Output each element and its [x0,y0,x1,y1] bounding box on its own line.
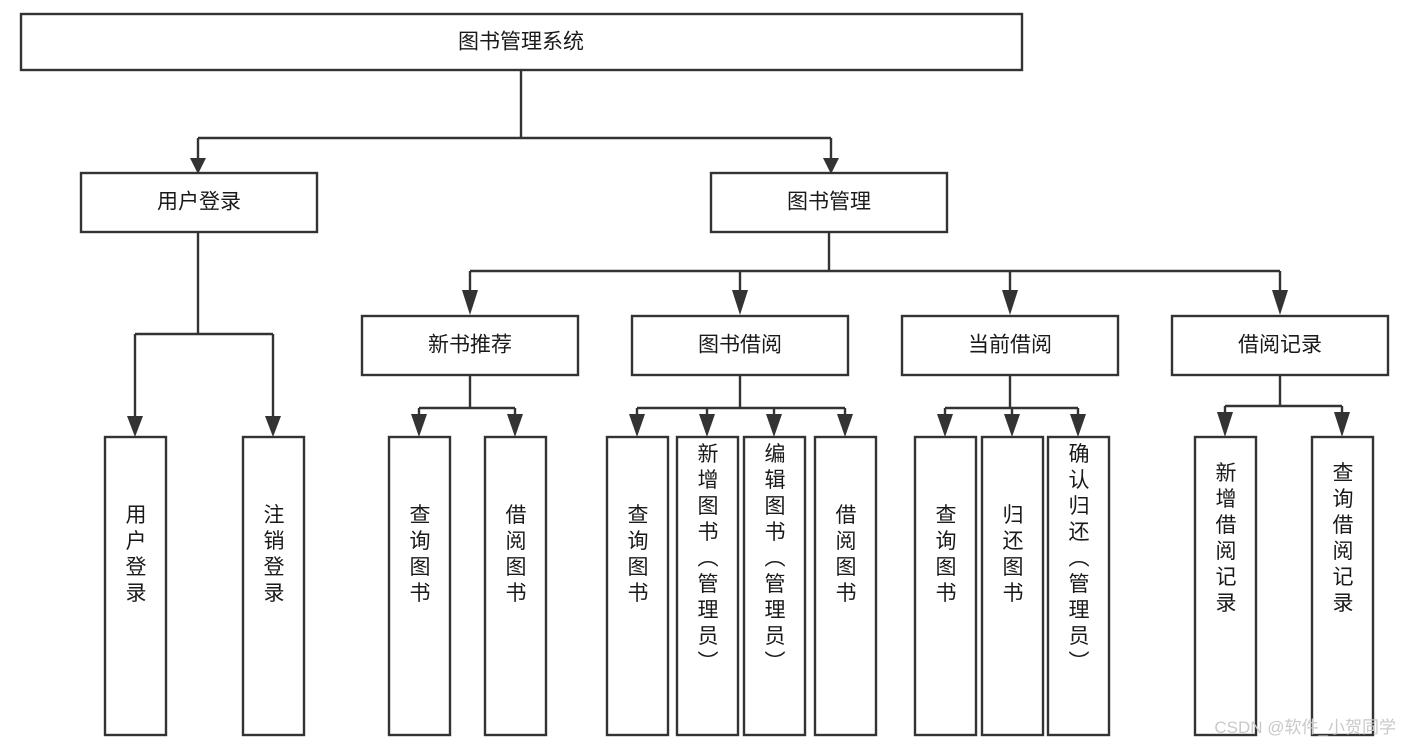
node-leaf-add-book[interactable]: 新增图书︵管理员︶ [675,435,740,737]
arrowhead-to-leaf-borrow-book-1 [507,414,523,437]
node-leaf-add-book-label: 新增图书︵管理员︶ [698,443,719,674]
node-leaf-user-logout-label: 注销登录 [264,504,285,605]
node-leaf-query-record[interactable]: 查询借阅记录 [1310,435,1375,737]
node-root-box[interactable] [19,12,1024,72]
arrowhead-to-leaf-add-book [699,414,715,437]
connector-root-to-level1 [196,70,833,160]
watermark-label: CSDN @软件_小贺同学 [1214,718,1396,737]
node-leaf-return-book[interactable]: 归还图书 [980,435,1045,737]
node-book-borrow-box[interactable] [630,314,850,377]
node-book-borrow-label: 图书借阅 [698,334,782,357]
node-leaf-edit-book[interactable]: 编辑图书︵管理员︶ [742,435,807,737]
node-leaf-borrow-book-1-label: 借阅图书 [506,504,527,605]
arrowhead-to-book-management [823,158,839,174]
node-new-book-recommend-label: 新书推荐 [428,334,512,357]
node-leaf-add-record-box[interactable] [1193,435,1258,737]
node-leaf-query-book-2[interactable]: 查询图书 [605,435,670,737]
arrowhead-to-leaf-query-book-2 [629,414,645,437]
connector-group [127,70,1350,437]
node-current-borrow-label: 当前借阅 [968,334,1052,357]
node-leaf-borrow-book-2-label: 借阅图书 [836,504,857,605]
arrowhead-to-leaf-edit-book [766,414,782,437]
node-user-login[interactable]: 用户登录 [79,171,319,234]
arrowhead-to-leaf-query-book-1 [411,414,427,437]
arrowhead-to-leaf-add-record [1217,412,1233,437]
node-leaf-edit-book-label: 编辑图书︵管理员︶ [765,443,786,674]
arrowhead-to-leaf-borrow-book-2 [837,414,853,437]
node-new-book-recommend-box[interactable] [360,314,580,377]
node-leaf-user-logout-box[interactable] [241,435,306,737]
node-current-borrow-box[interactable] [900,314,1120,377]
node-leaf-confirm-return-label: 确认归还︵管理员︶ [1069,443,1090,674]
node-leaf-query-book-2-box[interactable] [605,435,670,737]
node-new-book-recommend[interactable]: 新书推荐 [360,314,580,377]
node-leaf-confirm-return-box[interactable] [1046,435,1111,737]
connector-new-book-recommend-to-leaves [417,375,517,418]
node-leaf-query-book-3-label: 查询图书 [936,504,957,605]
node-leaf-return-book-label: 归还图书 [1003,504,1024,605]
node-leaf-confirm-return[interactable]: 确认归还︵管理员︶ [1046,435,1111,737]
arrowhead-to-borrow-record [1272,290,1288,315]
node-leaf-borrow-book-2-box[interactable] [813,435,878,737]
node-leaf-borrow-book-2[interactable]: 借阅图书 [813,435,878,737]
node-leaf-return-book-box[interactable] [980,435,1045,737]
node-borrow-record-label: 借阅记录 [1238,334,1322,357]
node-leaf-user-login-label: 用户登录 [126,504,147,605]
node-current-borrow[interactable]: 当前借阅 [900,314,1120,377]
node-book-management[interactable]: 图书管理 [709,171,949,234]
node-leaf-query-record-label: 查询借阅记录 [1333,462,1354,615]
node-leaf-query-record-box[interactable] [1310,435,1375,737]
arrowhead-to-leaf-confirm-return [1070,414,1086,437]
node-book-borrow[interactable]: 图书借阅 [630,314,850,377]
arrowhead-to-leaf-user-logout [265,416,281,437]
node-leaf-user-login-box[interactable] [103,435,168,737]
node-book-management-label: 图书管理 [787,191,871,214]
arrowhead-to-user-login [190,158,206,174]
node-borrow-record[interactable]: 借阅记录 [1170,314,1390,377]
node-leaf-user-logout[interactable]: 注销登录 [241,435,306,737]
arrowhead-to-current-borrow [1002,290,1018,315]
node-book-management-box[interactable] [709,171,949,234]
connector-book-borrow-to-leaves [635,375,847,418]
connector-borrow-record-to-leaves [1223,375,1344,416]
arrowhead-to-leaf-query-record [1334,412,1350,437]
connector-book-management-to-level2 [468,232,1282,292]
node-leaf-borrow-book-1-box[interactable] [483,435,548,737]
node-leaf-query-book-2-label: 查询图书 [628,504,649,605]
arrowhead-to-leaf-query-book-3 [937,414,953,437]
arrowhead-to-book-borrow [732,290,748,315]
node-leaf-query-book-1-label: 查询图书 [410,504,431,605]
connector-current-borrow-to-leaves [943,375,1080,418]
node-user-login-label: 用户登录 [157,191,241,214]
node-leaf-add-record[interactable]: 新增借阅记录 [1193,435,1258,737]
node-user-login-box[interactable] [79,171,319,234]
node-leaf-add-record-label: 新增借阅记录 [1216,462,1237,615]
arrowhead-to-new-book-recommend [462,290,478,315]
node-root-book-management-system[interactable]: 图书管理系统 [19,12,1024,72]
node-borrow-record-box[interactable] [1170,314,1390,377]
node-leaf-borrow-book-1[interactable]: 借阅图书 [483,435,548,737]
connector-user-login-to-leaves [133,232,275,420]
arrowhead-to-leaf-user-login [127,416,143,437]
node-leaf-query-book-1-box[interactable] [387,435,452,737]
node-leaf-query-book-1[interactable]: 查询图书 [387,435,452,737]
node-leaf-edit-book-box[interactable] [742,435,807,737]
node-leaf-query-book-3-box[interactable] [913,435,978,737]
node-leaf-query-book-3[interactable]: 查询图书 [913,435,978,737]
arrowhead-to-leaf-return-book [1004,414,1020,437]
node-leaf-user-login[interactable]: 用户登录 [103,435,168,737]
node-root-label: 图书管理系统 [458,31,584,54]
node-leaf-add-book-box[interactable] [675,435,740,737]
